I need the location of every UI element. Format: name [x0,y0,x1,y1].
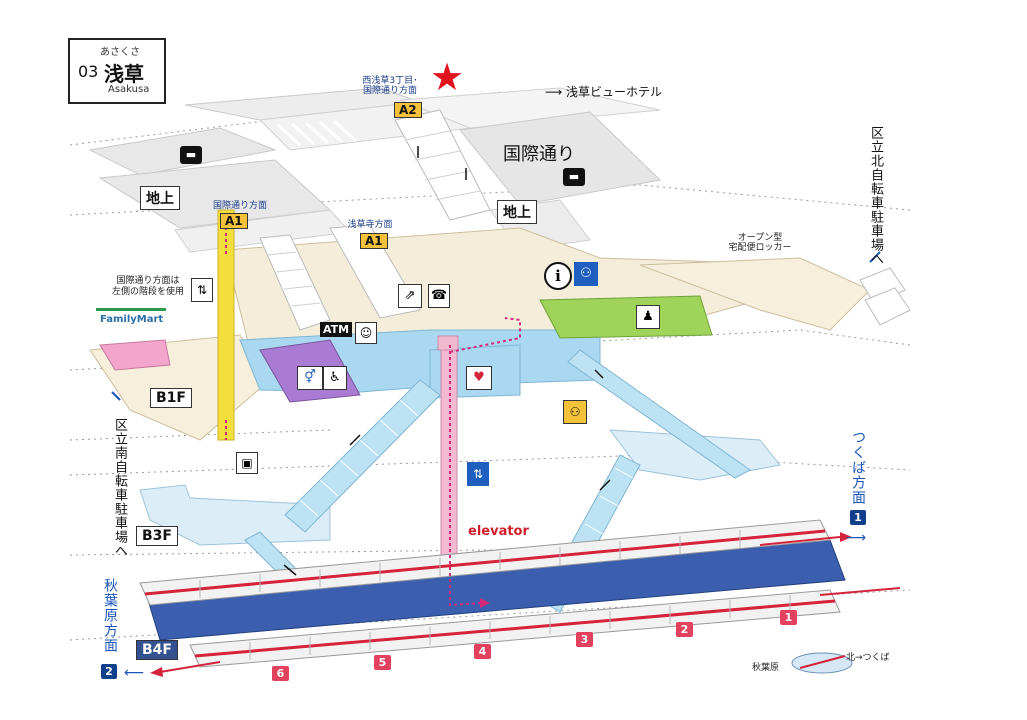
restroom-icon: ⚥ [297,366,323,390]
exit-a2[interactable]: A2 [394,102,422,118]
b3-level [139,429,781,546]
north-bike-stairs [859,267,911,326]
star-marker-icon: ★ [430,55,465,99]
south-bike-arrow [111,391,121,401]
aed-icon: ♥ [466,366,492,390]
tsukuba-direction: つくば方面 [850,430,866,505]
platform-door-1: 1 [780,610,797,625]
north-bike-label: 区立北自転車駐車場へ [868,126,883,266]
compass-left-label: 秋葉原 [752,663,780,673]
locker-icon: ▣ [236,452,258,474]
left-stairs-note: 国際通り方面は左側の階段を使用 [111,276,184,297]
kokusai-dori-label: 国際通り [503,144,575,165]
tsukuba-number: 1 [850,510,866,525]
station-roman: Asakusa [108,84,150,95]
exit-a1-right[interactable]: A1 [360,233,388,249]
station-sign: あさくさ 03 浅草 Asakusa [68,38,166,104]
elevator-top [437,335,459,351]
bus-icon: ▬ [180,146,202,164]
familymart-label: FamilyMart [100,314,164,325]
right-arrow-icon: ⟶ [545,85,567,99]
ticket-office-icon: ⚇ [574,262,598,286]
phone-icon: ☎ [428,284,450,308]
familymart-stripe [96,308,166,311]
station-staff-icon: ♟ [636,305,660,329]
elevator-icon: ⇅ [467,462,489,486]
south-bike-label: 区立南自転車駐車場へ [112,418,127,558]
ground-label-right: 地上 [497,200,537,224]
platform-door-2: 2 [676,622,693,637]
track-arrows [150,532,901,677]
elevator-icon: ⇅ [191,278,213,302]
ground-level [88,87,662,253]
akihabara-arrow-icon: ⟵ [124,665,145,681]
a1-right-direction: 浅草寺方面 [347,220,393,230]
tsukuba-arrow-icon: ⟶ [846,530,867,546]
station-number: 03 [78,62,99,81]
b1-concourse [89,227,871,441]
info-icon: i [544,262,572,290]
b4-platform [139,519,846,668]
compass [791,652,853,674]
b4-label: B4F [136,640,178,660]
platform-door-4: 4 [474,644,491,659]
a2-direction: 西浅草3丁目･国際通り方面 [362,76,418,96]
elevator-label: elevator [468,524,529,539]
yellow-elevator-shaft [217,209,235,441]
train-windows [199,530,791,660]
exit-a1-left[interactable]: A1 [220,213,248,229]
escalator-icon: ⇗ [398,284,422,308]
akihabara-direction: 秋葉原方面 [102,578,118,653]
movement-arrows [283,146,611,576]
akihabara-number: 2 [101,664,117,679]
platform-door-6: 6 [272,666,289,681]
b1-label: B1F [150,388,192,408]
b3-label: B3F [136,526,178,546]
ground-label-left: 地上 [140,186,180,210]
atm-icon: ATM [320,322,353,337]
stair-steps [267,130,481,307]
platform-door-5: 5 [374,655,391,670]
platform-door-3: 3 [576,632,593,647]
station-name: 浅草 [104,62,144,86]
elevator-route-arrowhead [480,598,490,608]
bus-icon: ▬ [563,168,585,186]
ticket-machine-icon: ⚇ [563,400,587,424]
nursery-icon: ☺ [355,322,377,344]
compass-right-label: 北→つくば [846,653,890,663]
hotel-direction: ⟶ 浅草ビューホテル [545,85,663,99]
locker-note: オープン型宅配便ロッカー [728,233,792,253]
a1-left-direction: 国際通り方面 [212,201,267,211]
station-ruby: あさくさ [100,47,140,58]
wheelchair-icon: ♿ [323,366,347,390]
north-bike-arrow [869,251,881,263]
